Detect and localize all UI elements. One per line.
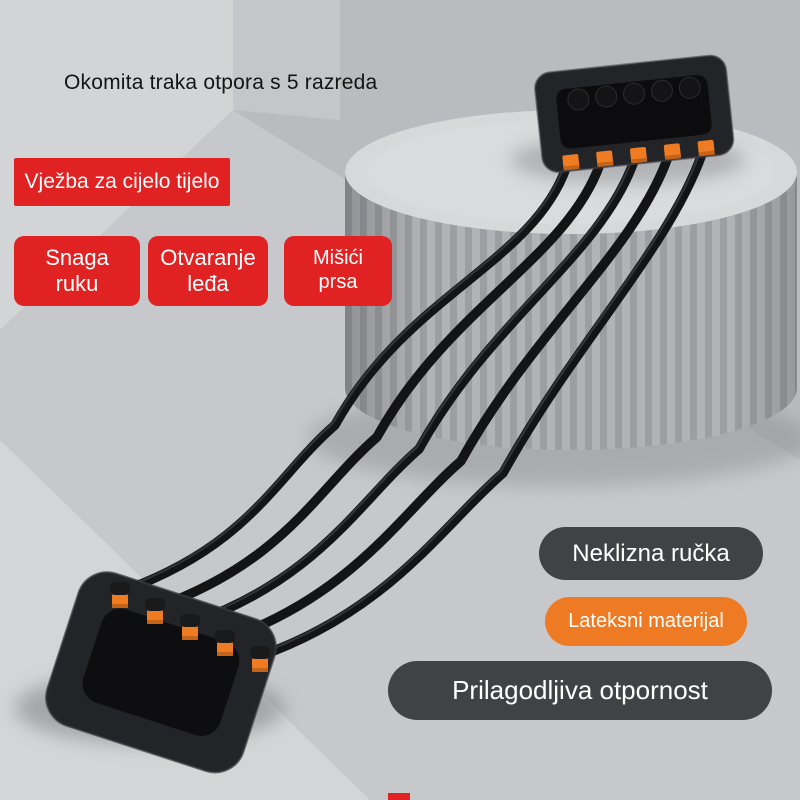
wall-corner-panel xyxy=(233,0,340,120)
bottom-handle-frame-edge xyxy=(45,571,277,774)
top-handle xyxy=(534,54,735,173)
spring-coils xyxy=(567,76,701,111)
bottom-clip xyxy=(110,582,130,608)
badge-chest-muscles: Mišići prsa xyxy=(284,236,392,306)
feature-latex-material: Lateksni materijal xyxy=(545,597,747,646)
badge-back-opening: Otvaranje leđa xyxy=(148,236,268,306)
band-highlight xyxy=(187,158,634,624)
band-1 xyxy=(115,163,571,597)
band-highlights xyxy=(117,151,702,656)
bottom-clip xyxy=(215,630,235,656)
feature-non-slip-handle: Neklizna ručka xyxy=(539,527,763,580)
top-band-clips xyxy=(562,139,715,171)
top-handle-opening xyxy=(556,75,712,149)
headline: Okomita traka otpora s 5 razreda xyxy=(64,71,378,94)
resistance-bands xyxy=(115,149,707,661)
band-highlight xyxy=(117,165,566,592)
band-2 xyxy=(150,159,605,613)
bottom-band-anchors xyxy=(110,582,270,672)
bottom-clip xyxy=(250,646,270,672)
badge-arm-strength: Snaga ruku xyxy=(14,236,140,306)
bottom-clip xyxy=(180,614,200,640)
band-5 xyxy=(255,149,707,661)
bottom-handle xyxy=(45,571,277,774)
band-4 xyxy=(220,152,673,645)
feature-adjustable-resistance: Prilagodljiva otpornost xyxy=(388,661,772,720)
band-highlight xyxy=(257,151,702,656)
page-indicator xyxy=(388,793,410,800)
top-handle-frame-edge xyxy=(534,54,735,173)
band-3 xyxy=(185,156,639,629)
bottom-handle-opening xyxy=(82,608,240,736)
banner-full-body-workout: Vježba za cijelo tijelo xyxy=(14,158,230,206)
bottom-clip xyxy=(145,598,165,624)
